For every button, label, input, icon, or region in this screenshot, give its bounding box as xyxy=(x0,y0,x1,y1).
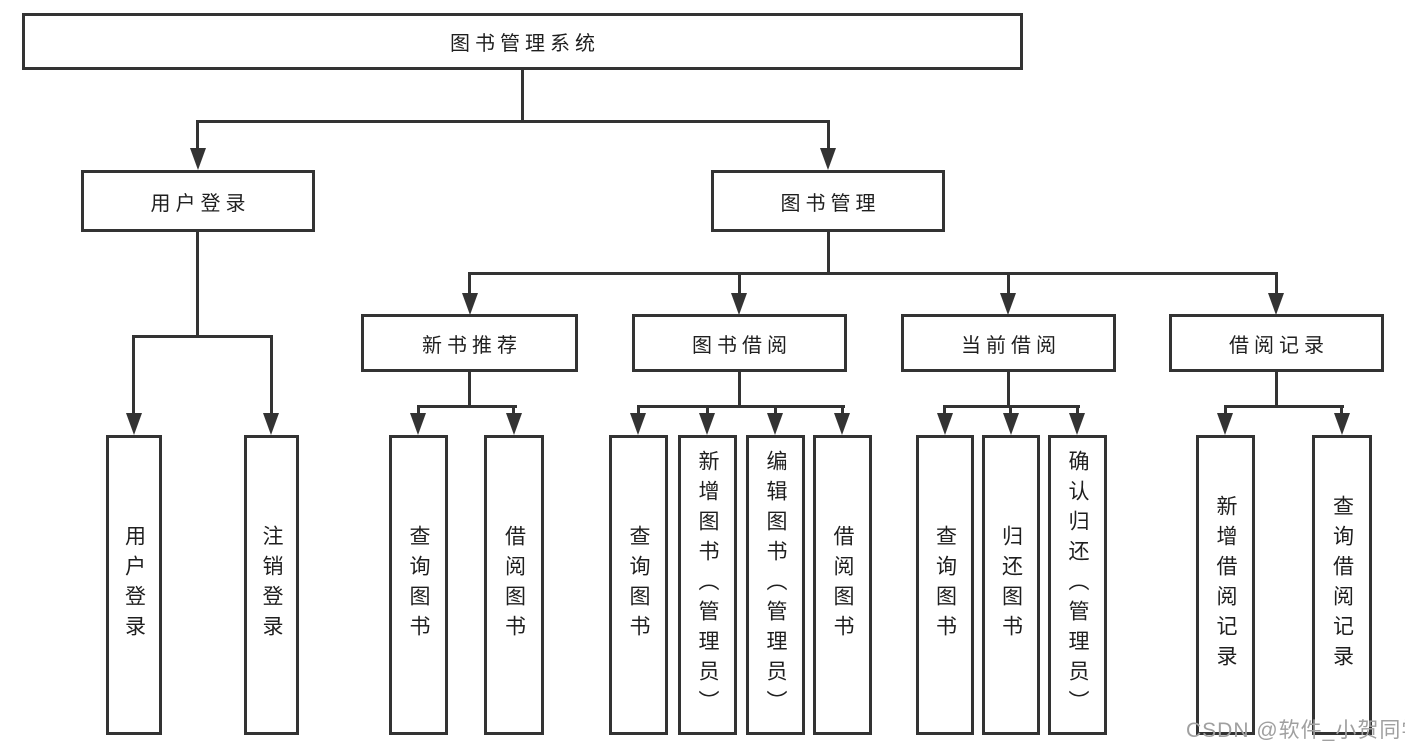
arrow-down-icon xyxy=(410,413,426,435)
node-library-system: 图书管理系统 xyxy=(22,13,1023,70)
connector-borrowing-records-branch xyxy=(1224,405,1344,408)
connector-drop-current-borrowing xyxy=(1007,272,1010,299)
leaf-logout: 注销登录 xyxy=(244,435,299,735)
leaf-edit-books-admin: 编辑图书（管理员） xyxy=(746,435,805,735)
arrow-down-icon xyxy=(820,148,836,170)
arrow-down-icon xyxy=(462,293,478,315)
connector-drop xyxy=(1009,405,1012,417)
arrow-down-icon xyxy=(190,148,206,170)
connector-user-login-branch xyxy=(132,335,273,338)
node-user-login-label: 用户登录 xyxy=(150,192,251,215)
leaf-query-borrow-record: 查询借阅记录 xyxy=(1312,435,1372,735)
arrow-down-icon xyxy=(263,413,279,435)
connector-drop-leaf-user-login xyxy=(132,335,135,419)
connector-drop xyxy=(1340,405,1343,417)
connector-drop xyxy=(512,405,515,417)
connector-root-branch xyxy=(196,120,830,123)
connector-drop xyxy=(417,405,420,417)
arrow-down-icon xyxy=(1334,413,1350,435)
connector-drop-new-book-recommend xyxy=(468,272,471,299)
leaf-borrow-books-recommend-label: 借阅图书 xyxy=(502,525,526,645)
connector-new-book-recommend-stem xyxy=(468,372,471,408)
leaf-user-login: 用户登录 xyxy=(106,435,162,735)
leaf-query-books-recommend: 查询图书 xyxy=(389,435,448,735)
arrow-down-icon xyxy=(1069,413,1085,435)
csdn-watermark: CSDN @软件_小贺同学 xyxy=(1186,719,1405,742)
leaf-query-borrow-record-label: 查询借阅记录 xyxy=(1330,495,1354,675)
arrow-down-icon xyxy=(1003,413,1019,435)
node-user-login: 用户登录 xyxy=(81,170,315,232)
connector-drop xyxy=(1076,405,1079,417)
leaf-borrow-books-borrowing-label: 借阅图书 xyxy=(831,525,854,645)
arrow-down-icon xyxy=(126,413,142,435)
arrow-down-icon xyxy=(731,293,747,315)
connector-book-management-branch xyxy=(468,272,1278,275)
connector-drop-borrowing-records xyxy=(1275,272,1278,299)
leaf-confirm-return-admin: 确认归还（管理员） xyxy=(1048,435,1107,735)
leaf-return-books: 归还图书 xyxy=(982,435,1040,735)
connector-drop-book-borrowing xyxy=(738,272,741,299)
node-borrowing-records-label: 借阅记录 xyxy=(1229,334,1329,357)
leaf-borrow-books-borrowing: 借阅图书 xyxy=(813,435,872,735)
leaf-add-books-admin: 新增图书（管理员） xyxy=(678,435,737,735)
node-book-management: 图书管理 xyxy=(711,170,945,232)
leaf-user-login-label: 用户登录 xyxy=(122,525,146,645)
leaf-add-books-admin-label: 新增图书（管理员） xyxy=(696,450,719,720)
leaf-edit-books-admin-label: 编辑图书（管理员） xyxy=(764,450,787,720)
connector-book-borrowing-branch xyxy=(637,405,845,408)
arrow-down-icon xyxy=(937,413,953,435)
leaf-logout-label: 注销登录 xyxy=(260,525,283,645)
node-book-management-label: 图书管理 xyxy=(780,192,881,215)
leaf-query-books-borrowing-label: 查询图书 xyxy=(627,525,650,645)
node-book-borrowing: 图书借阅 xyxy=(632,314,847,372)
arrow-down-icon xyxy=(767,413,783,435)
connector-book-borrowing-stem xyxy=(738,372,741,408)
connector-drop xyxy=(637,405,640,417)
leaf-add-borrow-record-label: 新增借阅记录 xyxy=(1214,495,1237,675)
connector-drop xyxy=(943,405,946,417)
connector-book-management-stem xyxy=(827,232,830,274)
arrow-down-icon xyxy=(1217,413,1233,435)
connector-root-stem xyxy=(521,70,524,122)
leaf-query-books-current-label: 查询图书 xyxy=(933,525,957,645)
node-current-borrowing: 当前借阅 xyxy=(901,314,1116,372)
node-current-borrowing-label: 当前借阅 xyxy=(961,334,1061,357)
node-library-system-label: 图书管理系统 xyxy=(450,33,600,55)
connector-drop-book-management xyxy=(827,120,830,152)
node-new-book-recommend-label: 新书推荐 xyxy=(422,334,522,357)
connector-drop xyxy=(1224,405,1227,417)
node-book-borrowing-label: 图书借阅 xyxy=(692,334,792,357)
leaf-query-books-current: 查询图书 xyxy=(916,435,974,735)
connector-user-login-stem xyxy=(196,232,199,337)
leaf-return-books-label: 归还图书 xyxy=(999,525,1023,645)
connector-drop-leaf-logout xyxy=(270,335,273,419)
node-borrowing-records: 借阅记录 xyxy=(1169,314,1384,372)
leaf-borrow-books-recommend: 借阅图书 xyxy=(484,435,544,735)
connector-drop-user-login xyxy=(196,120,199,152)
connector-current-borrowing-stem xyxy=(1007,372,1010,408)
arrow-down-icon xyxy=(1268,293,1284,315)
arrow-down-icon xyxy=(1000,293,1016,315)
connector-drop xyxy=(841,405,844,417)
arrow-down-icon xyxy=(506,413,522,435)
arrow-down-icon xyxy=(630,413,646,435)
connector-drop xyxy=(706,405,709,417)
leaf-query-books-borrowing: 查询图书 xyxy=(609,435,668,735)
arrow-down-icon xyxy=(834,413,850,435)
leaf-add-borrow-record: 新增借阅记录 xyxy=(1196,435,1255,735)
connector-drop xyxy=(774,405,777,417)
leaf-confirm-return-admin-label: 确认归还（管理员） xyxy=(1066,450,1089,720)
arrow-down-icon xyxy=(699,413,715,435)
node-new-book-recommend: 新书推荐 xyxy=(361,314,578,372)
leaf-query-books-recommend-label: 查询图书 xyxy=(407,525,430,645)
connector-borrowing-records-stem xyxy=(1275,372,1278,408)
connector-new-book-recommend-branch xyxy=(417,405,517,408)
